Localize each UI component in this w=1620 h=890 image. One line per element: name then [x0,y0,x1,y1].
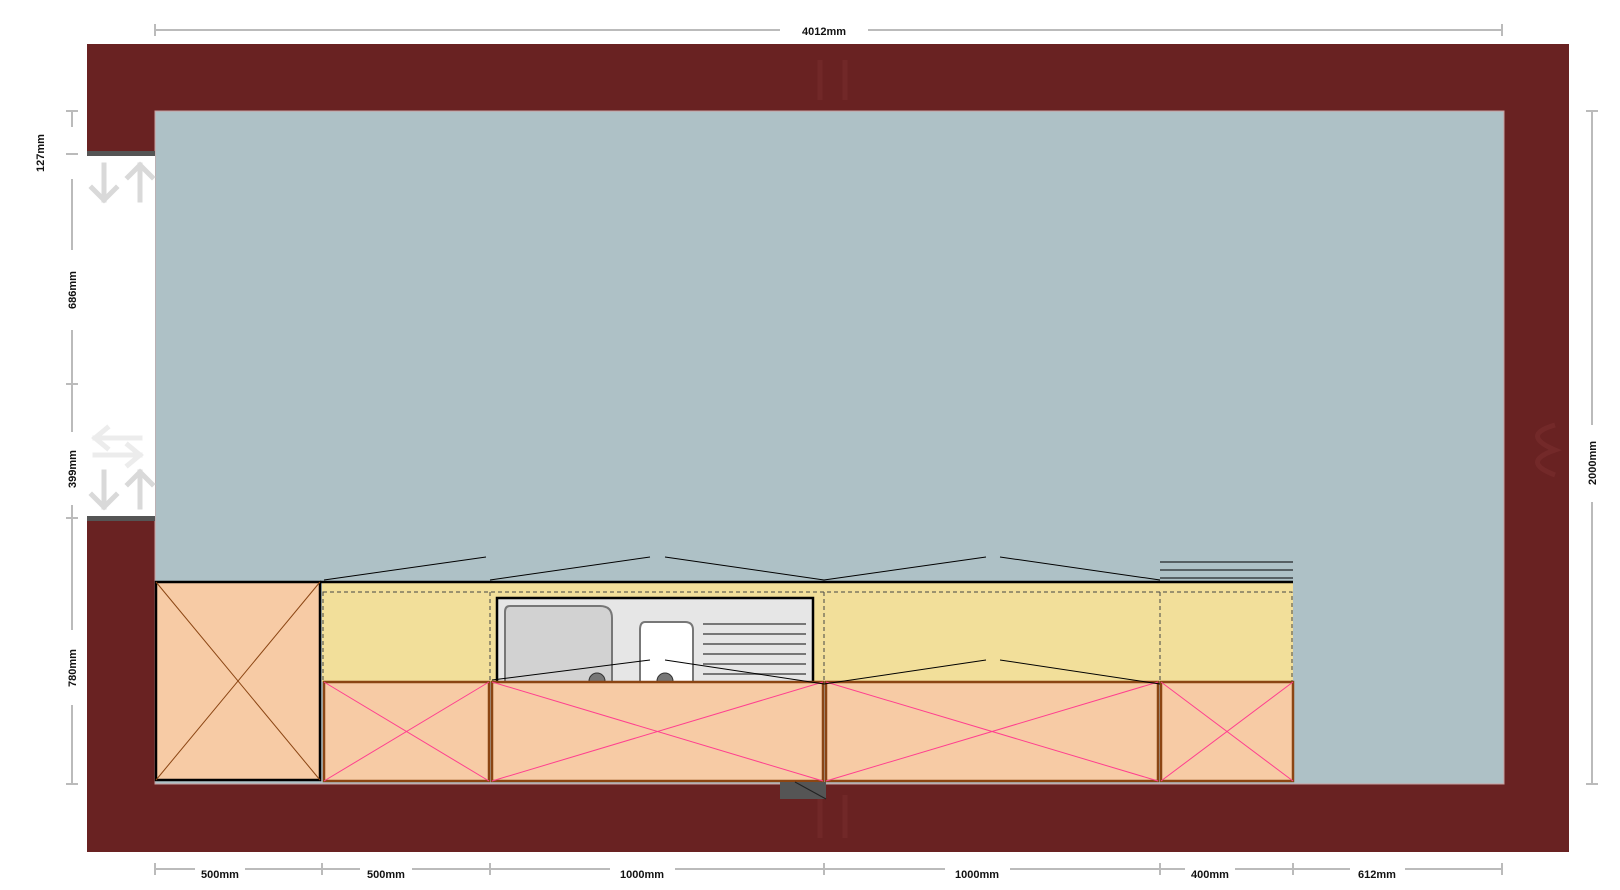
drawer-unit[interactable] [1159,680,1295,783]
tall-unit[interactable] [154,580,322,782]
bottom-dimensions: 500mm 500mm 1000mm 1000mm 400mm 612mm [154,863,1503,881]
right-height-label: 2000mm [1587,441,1599,485]
door-swing-arrows-icon [88,161,156,511]
bottom-dim-1: 500mm [201,869,239,881]
wall-marker-icon [817,60,848,838]
bottom-dim-4: 1000mm [955,869,999,881]
service-box [780,782,826,799]
top-dimension: 4012mm [154,24,1503,38]
left-doorway[interactable] [87,151,156,521]
right-dimension: 2000mm [1586,110,1599,785]
sink-base-unit[interactable] [490,680,825,783]
top-width-label: 4012mm [802,26,846,38]
sink-icon[interactable] [495,596,815,690]
left-dimensions: 127mm 686mm 399mm 780mm [35,110,79,785]
bottom-dim-5: 400mm [1191,869,1229,881]
left-dim-2: 686mm [67,271,79,309]
left-dim-3: 399mm [67,450,79,488]
left-dim-1: 127mm [35,134,47,172]
wall-unit-swing-lines [323,556,1293,581]
base-unit[interactable] [322,680,491,783]
left-dim-4: 780mm [67,649,79,687]
base-unit-swing-lines [491,659,1161,685]
bottom-dim-2: 500mm [367,869,405,881]
radiator-icon [1535,422,1562,478]
base-unit[interactable] [824,680,1160,783]
bottom-dim-6: 612mm [1358,869,1396,881]
bottom-dim-3: 1000mm [620,869,664,881]
